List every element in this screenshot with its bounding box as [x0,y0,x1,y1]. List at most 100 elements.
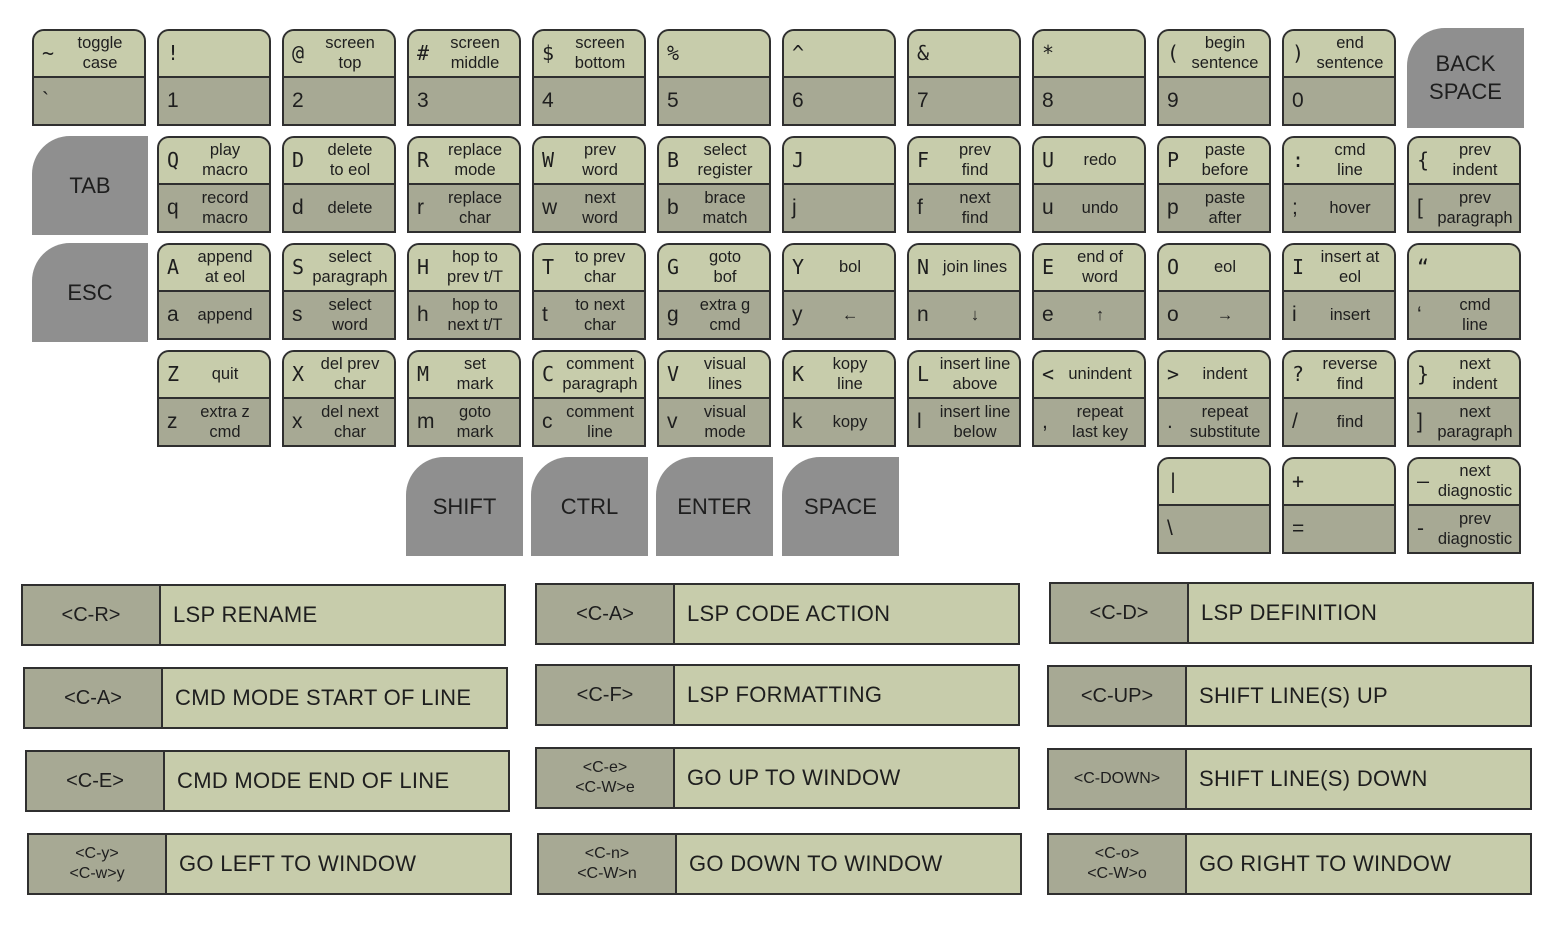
key-char: l [917,409,922,433]
key-1-9[interactable]: :cmd line;hover [1282,136,1396,233]
esc-key[interactable]: ESC [32,243,148,342]
key-char: $ [542,41,555,66]
shortcut-key: <C-UP> [1049,667,1187,725]
key-3-7[interactable]: <unindent,repeat last key [1032,350,1146,447]
tab-key[interactable]: TAB [32,136,148,235]
key-char: v [667,409,678,433]
key-1-10[interactable]: {prev indent[prev paragraph [1407,136,1521,233]
key-char: a [167,302,179,326]
space-key[interactable]: SPACE [782,457,899,556]
key-label: toggle case [77,34,123,73]
key-char: C [542,362,555,387]
key-4-1[interactable]: += [1282,457,1396,554]
key-char: i [1292,302,1297,326]
shortcut-description: LSP RENAME [173,602,318,627]
key-0-5[interactable]: %5 [657,29,771,126]
shortcut-description: GO UP TO WINDOW [687,765,901,790]
shift-key[interactable]: SHIFT [406,457,523,556]
key-char: e [1042,302,1054,326]
key-0-1[interactable]: !1 [157,29,271,126]
shortcut-item: <C-D>LSP DEFINITION [1049,582,1534,644]
key-label: delete to eol [327,141,373,180]
key-3-10[interactable]: }next indent]next paragraph [1407,350,1521,447]
upper-half: (begin sentence [1159,31,1269,78]
key-char: S [292,255,305,280]
shortcut-key: <C-F> [537,666,675,724]
key-3-9[interactable]: ?reverse find/find [1282,350,1396,447]
shortcut-item: <C-A>LSP CODE ACTION [535,583,1020,645]
key-char: p [1167,195,1179,219]
key-2-10[interactable]: “‘cmd line [1407,243,1521,340]
key-label: repeat last key [1072,402,1128,441]
key-0-0[interactable]: ~toggle case` [32,29,146,126]
key-char: j [792,195,797,219]
enter-key[interactable]: ENTER [656,457,773,556]
upper-half: :cmd line [1284,138,1394,185]
backspace-key[interactable]: BACK SPACE [1407,28,1524,128]
key-label: prev indent [1452,141,1498,180]
key-4-2[interactable]: –next diagnostic-prev diagnostic [1407,457,1521,554]
upper-half: –next diagnostic [1409,459,1519,506]
key-char: “ [1417,255,1430,280]
key-label: bol [838,258,862,277]
upper-half: + [1284,459,1394,506]
key-3-8[interactable]: >indent.repeat substitute [1157,350,1271,447]
ctrl-key[interactable]: CTRL [531,457,648,556]
key-label: prev word [582,141,618,180]
shortcut-description: LSP FORMATTING [687,682,883,707]
key-0-6[interactable]: ^6 [782,29,896,126]
lower-half: ` [34,77,144,124]
lower-half: 1 [159,77,269,124]
key-char: 0 [1292,88,1304,112]
shortcut-description: CMD MODE START OF LINE [175,685,472,710]
key-char: 7 [917,88,929,112]
key-4-0[interactable]: |\ [1157,457,1271,554]
key-label: del next char [321,402,379,441]
shortcut-item: <C-R>LSP RENAME [21,584,506,646]
key-char: ! [167,41,180,66]
key-label: to prev char [574,248,626,287]
key-0-7[interactable]: &7 [907,29,1021,126]
key-label: to next char [575,295,625,334]
key-0-8[interactable]: *8 [1032,29,1146,126]
